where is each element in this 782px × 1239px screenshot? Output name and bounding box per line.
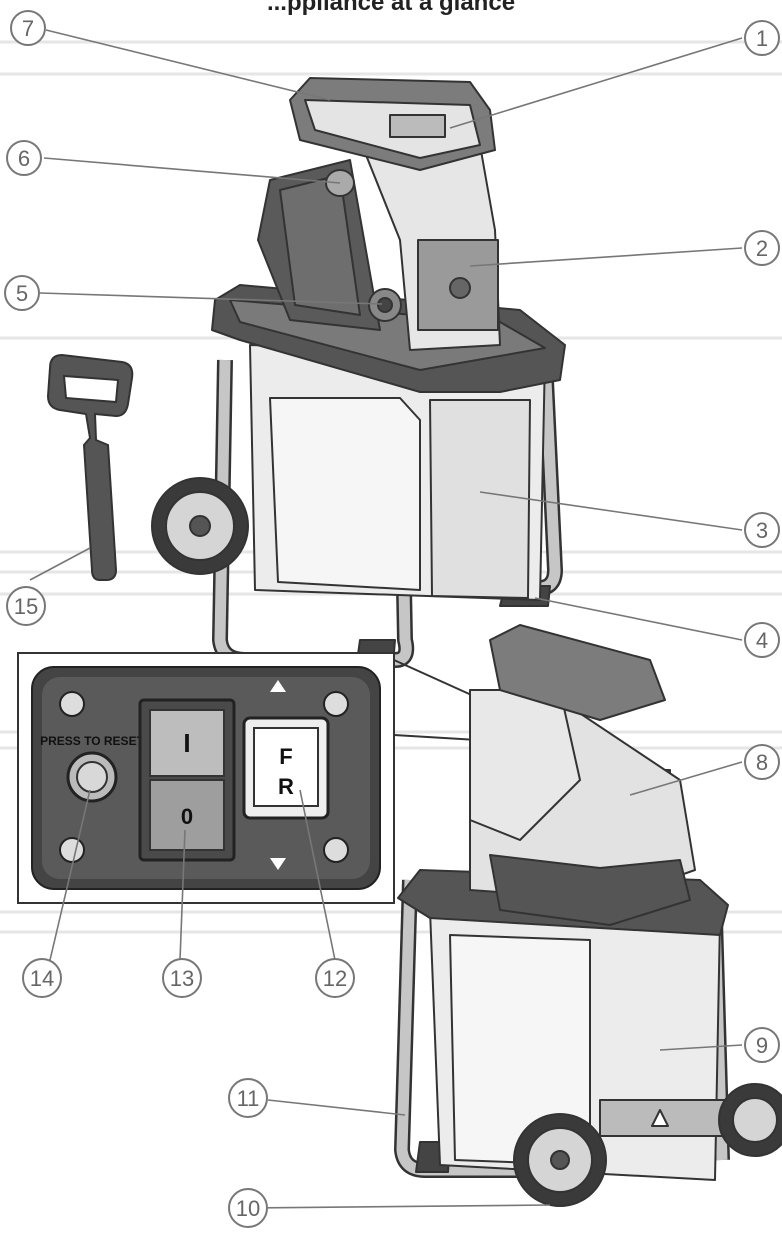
callout-12: 12 [315,958,355,998]
svg-text:2: 2 [756,236,768,261]
svg-text:11: 11 [237,1086,260,1111]
svg-text:9: 9 [756,1033,768,1058]
svg-text:1: 1 [756,26,768,51]
callout-6: 6 [6,140,42,176]
svg-text:5: 5 [16,281,28,306]
callout-2: 2 [744,230,780,266]
callout-9: 9 [744,1027,780,1063]
svg-text:14: 14 [30,966,54,991]
shredder-upper [151,77,566,677]
callout-14: 14 [22,958,62,998]
pusher-stick [46,353,134,581]
svg-text:13: 13 [170,966,194,991]
svg-text:7: 7 [22,16,34,41]
callout-7: 7 [10,10,46,46]
arrow-up-icon [270,680,286,692]
callout-badges: 1 2 3 4 5 6 7 8 9 10 11 12 13 14 15 [4,10,780,1228]
callout-11: 11 [228,1078,268,1118]
arrow-down-icon [270,858,286,870]
svg-text:6: 6 [18,146,30,171]
shredder-lower [394,624,782,1207]
callout-4: 4 [744,622,780,658]
callout-1: 1 [744,20,780,56]
callout-13: 13 [162,958,202,998]
svg-text:3: 3 [756,518,768,543]
callout-leaders [29,29,743,1209]
svg-text:15: 15 [14,594,38,619]
switch-on-label: I [183,728,190,758]
direction-reverse-label: R [278,774,294,799]
svg-text:8: 8 [756,750,768,775]
callout-3: 3 [744,512,780,548]
svg-text:12: 12 [323,966,347,991]
switch-off-label: 0 [181,804,193,829]
header-title: ...ppliance at a glance [267,0,515,16]
callout-15: 15 [6,586,46,626]
switch-panel-detail: PRESS TO RESET I 0 F R [17,652,561,904]
svg-text:4: 4 [756,628,768,653]
callout-10: 10 [228,1188,268,1228]
reset-label: PRESS TO RESET [40,734,144,748]
direction-forward-label: F [279,744,292,769]
lower-top-cover [489,624,666,721]
callout-5: 5 [4,275,40,311]
callout-8: 8 [744,744,780,780]
svg-text:10: 10 [236,1196,260,1221]
